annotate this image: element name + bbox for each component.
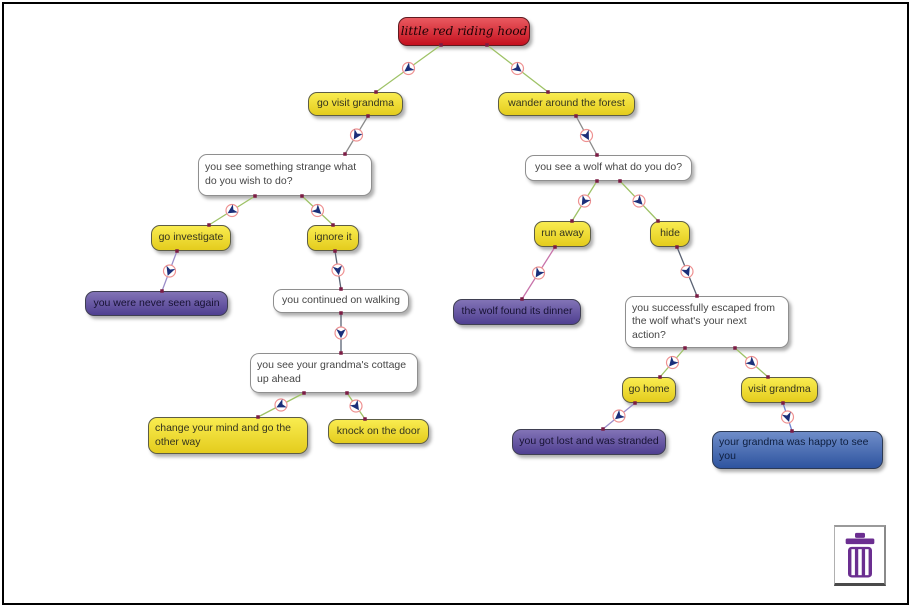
node-continued[interactable]: you continued on walking <box>273 289 409 313</box>
node-label: run away <box>541 227 584 240</box>
node-label: you see something strange what do you wi… <box>205 161 357 187</box>
node-go-visit[interactable]: go visit grandma <box>308 92 403 116</box>
node-ignore[interactable]: ignore it <box>307 225 359 251</box>
node-go-home[interactable]: go home <box>622 377 676 403</box>
node-root[interactable]: little red riding hood <box>398 17 530 46</box>
node-label: you continued on walking <box>282 294 400 307</box>
node-never-seen[interactable]: you were never seen again <box>85 291 228 316</box>
node-wander[interactable]: wander around the forest <box>498 92 635 116</box>
node-label: go investigate <box>158 231 224 244</box>
node-label: visit grandma <box>748 383 811 396</box>
node-label: ignore it <box>314 231 352 244</box>
node-strange[interactable]: you see something strange what do you wi… <box>198 154 372 196</box>
node-label: knock on the door <box>336 424 421 437</box>
node-label: you see a wolf what do you do? <box>534 161 683 174</box>
node-label: go home <box>628 383 670 396</box>
trash-icon <box>845 532 874 577</box>
node-label: little red riding hood <box>400 23 528 38</box>
node-dinner[interactable]: the wolf found its dinner <box>453 299 581 325</box>
node-change-mind[interactable]: change your mind and go the other way <box>148 417 308 454</box>
node-label: your grandma was happy to see you <box>719 436 869 462</box>
node-label: you got lost and was stranded <box>519 435 659 448</box>
node-label: you see your grandma's cottage up ahead <box>257 359 407 385</box>
node-label: change your mind and go the other way <box>155 421 292 448</box>
trash-button[interactable] <box>834 525 886 586</box>
node-investigate[interactable]: go investigate <box>151 225 231 251</box>
node-knock[interactable]: knock on the door <box>328 419 429 444</box>
node-label: you were never seen again <box>93 296 220 309</box>
node-label: the wolf found its dinner <box>461 305 573 318</box>
node-run-away[interactable]: run away <box>534 221 591 247</box>
node-label: go visit grandma <box>316 97 395 110</box>
node-happy[interactable]: your grandma was happy to see you <box>712 431 883 469</box>
node-escaped[interactable]: you successfully escaped from the wolf w… <box>625 296 789 348</box>
node-label: hide <box>660 227 680 240</box>
node-visit-grandma[interactable]: visit grandma <box>741 377 818 403</box>
node-got-lost[interactable]: you got lost and was stranded <box>512 429 666 455</box>
node-cottage[interactable]: you see your grandma's cottage up ahead <box>250 353 418 393</box>
node-label: wander around the forest <box>508 97 625 110</box>
node-hide[interactable]: hide <box>650 221 690 247</box>
node-label: you successfully escaped from the wolf w… <box>632 301 775 341</box>
node-wolf[interactable]: you see a wolf what do you do? <box>525 155 692 181</box>
